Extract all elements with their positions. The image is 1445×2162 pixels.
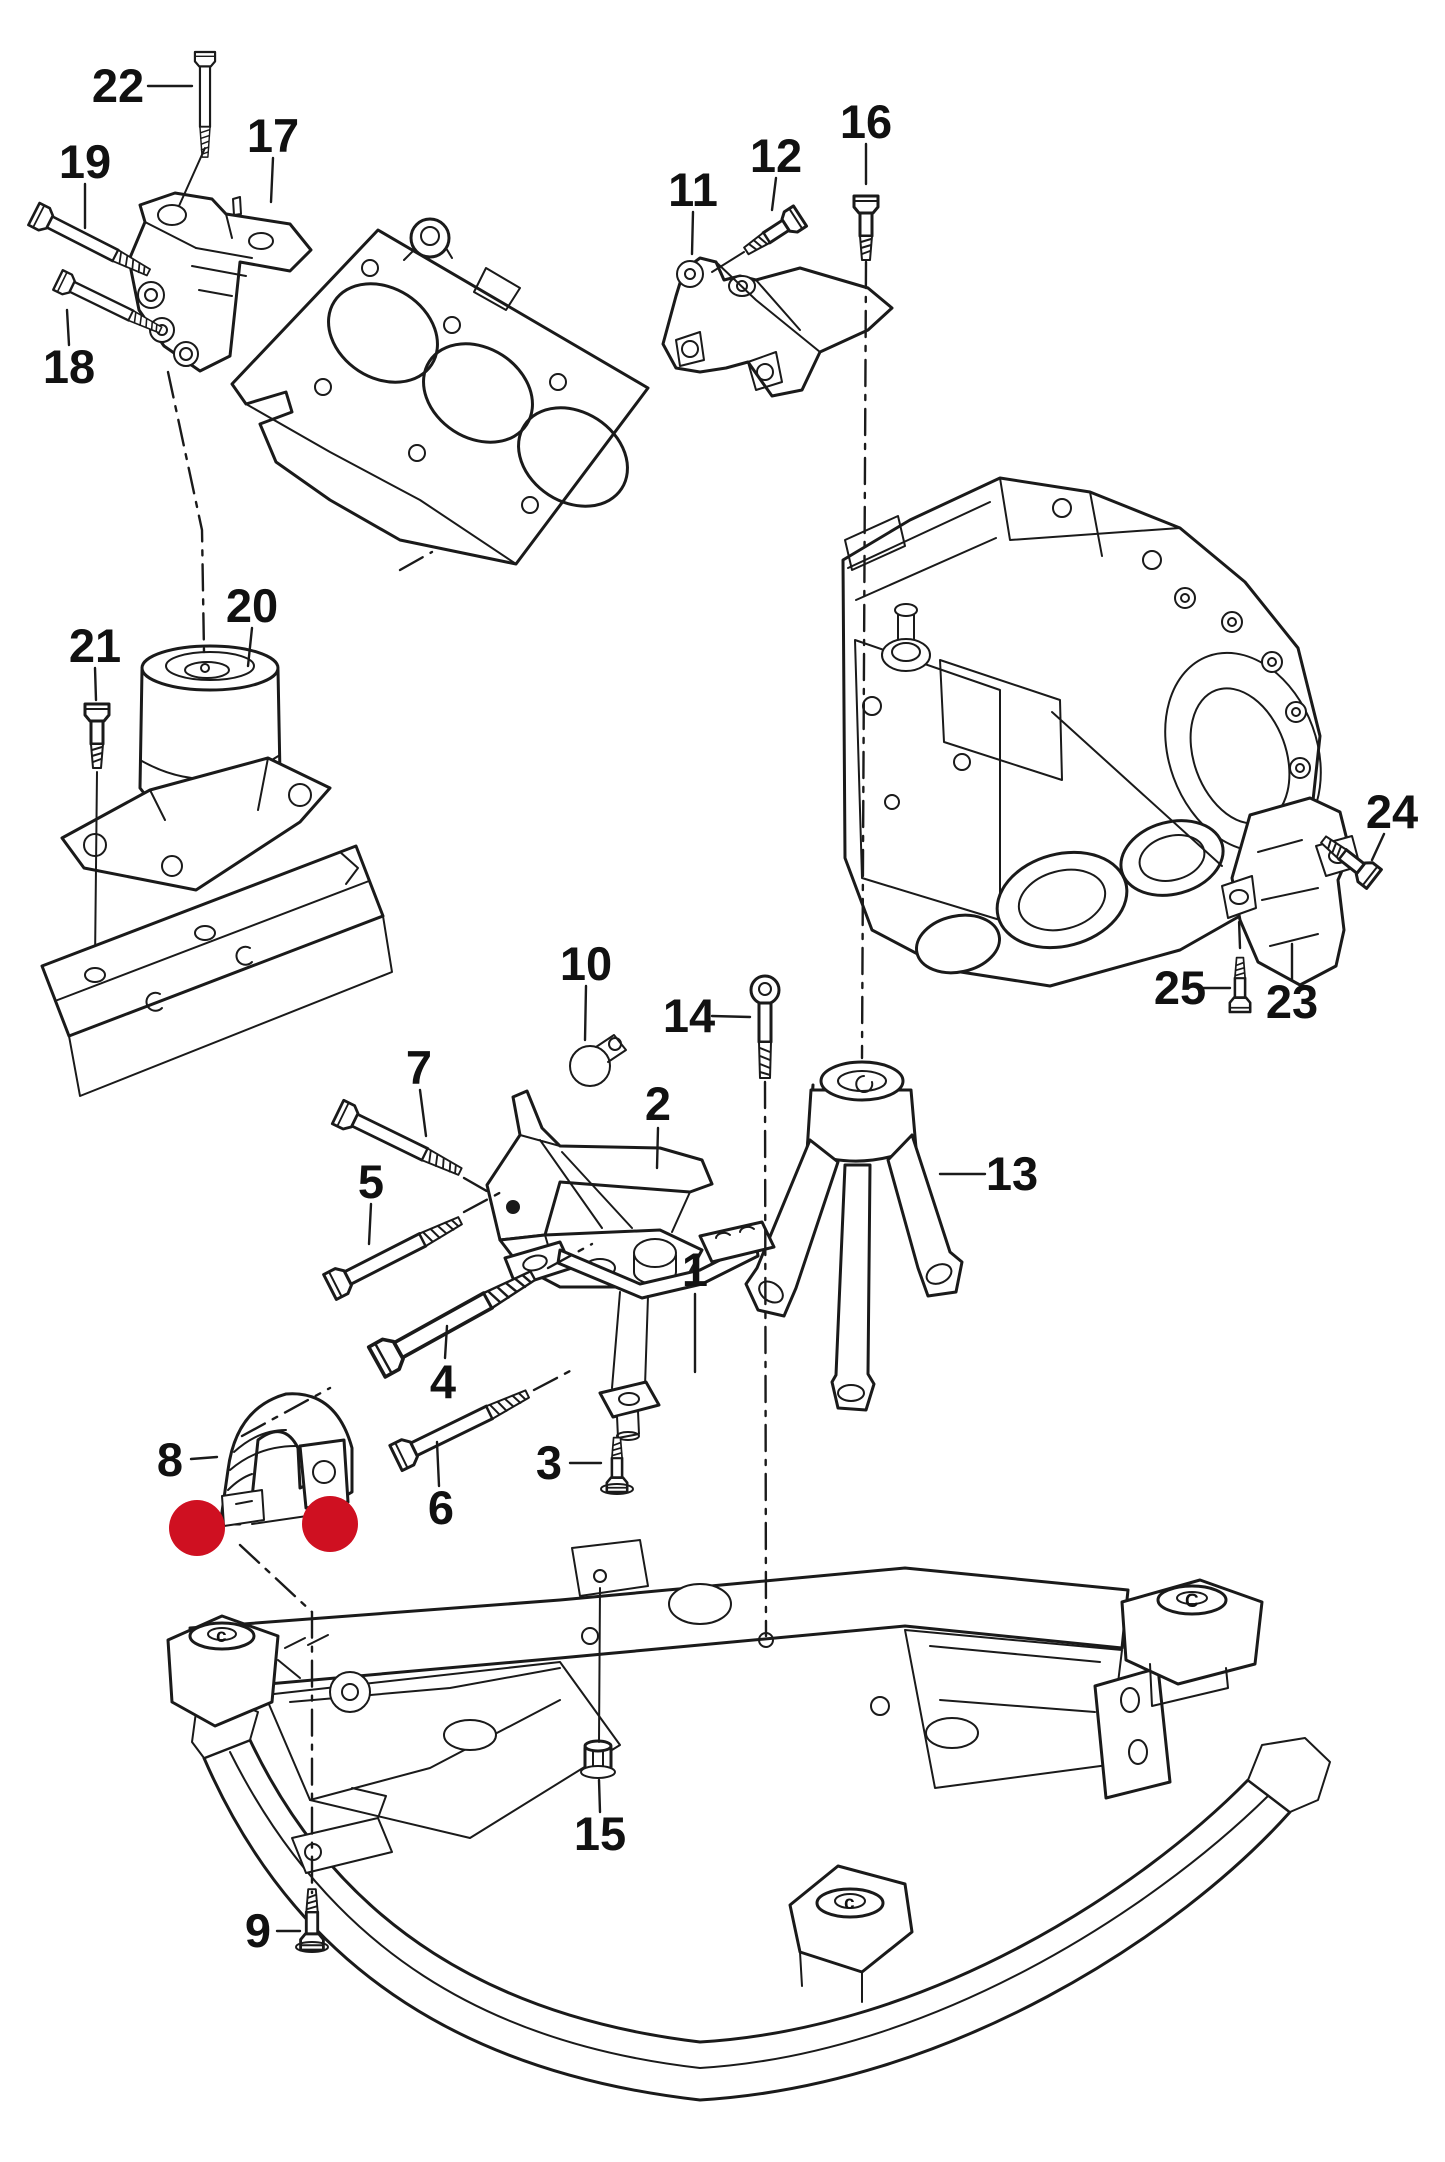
red-highlight-dot-left[interactable] <box>169 1500 225 1556</box>
nut-15 <box>580 1739 616 1779</box>
callout-15[interactable]: 15 <box>574 1778 626 1860</box>
callout-13[interactable]: 13 <box>938 1147 1038 1200</box>
callout-5[interactable]: 5 <box>358 1155 384 1246</box>
callout-2[interactable]: 2 <box>645 1077 671 1170</box>
bolt-14 <box>749 974 781 1079</box>
svg-text:19: 19 <box>59 135 111 188</box>
svg-text:10: 10 <box>560 937 612 990</box>
bushing-mark: c <box>844 1893 855 1914</box>
callout-20[interactable]: 20 <box>226 579 278 668</box>
support-rail <box>40 844 393 1097</box>
callout-12[interactable]: 12 <box>750 129 802 212</box>
callout-4[interactable]: 4 <box>430 1324 456 1408</box>
svg-text:5: 5 <box>358 1155 384 1208</box>
svg-text:2: 2 <box>645 1077 671 1130</box>
callout-3[interactable]: 3 <box>536 1436 603 1489</box>
callout-14[interactable]: 14 <box>663 989 752 1042</box>
svg-text:14: 14 <box>663 989 715 1042</box>
bolt-6 <box>388 1379 535 1473</box>
svg-text:25: 25 <box>1154 961 1206 1014</box>
svg-text:21: 21 <box>69 619 121 672</box>
engine-mount-bracket-17 <box>127 191 313 373</box>
callout-11[interactable]: 11 <box>668 163 718 256</box>
svg-text:23: 23 <box>1266 975 1318 1028</box>
gearbox-mount-13 <box>744 1060 964 1412</box>
callout-10[interactable]: 10 <box>560 937 612 1042</box>
callout-16[interactable]: 16 <box>840 95 892 186</box>
red-highlight-dot-right[interactable] <box>302 1496 358 1552</box>
callout-21[interactable]: 21 <box>69 619 121 702</box>
transmission <box>841 476 1322 988</box>
selector-dome <box>881 603 931 672</box>
svg-text:4: 4 <box>430 1355 456 1408</box>
callout-1[interactable]: 1 <box>682 1243 708 1374</box>
svg-text:7: 7 <box>406 1041 432 1094</box>
callout-7[interactable]: 7 <box>406 1041 432 1138</box>
svg-text:9: 9 <box>245 1904 271 1957</box>
bolt-16 <box>852 194 880 262</box>
bolt-9 <box>295 1887 329 1953</box>
callout-25[interactable]: 25 <box>1154 961 1232 1014</box>
svg-text:20: 20 <box>226 579 278 632</box>
svg-text:3: 3 <box>536 1436 562 1489</box>
callouts: 1 2 3 4 5 6 7 8 9 10 11 12 13 14 15 16 1… <box>43 59 1418 1957</box>
callout-9[interactable]: 9 <box>245 1904 302 1957</box>
svg-text:17: 17 <box>247 109 299 162</box>
mount-13-legs <box>744 1133 964 1412</box>
subframe-tower-rear-left: c <box>166 1614 301 1728</box>
callout-19[interactable]: 19 <box>59 135 111 230</box>
subframe: c C c <box>166 1539 1331 2102</box>
svg-text:6: 6 <box>428 1481 454 1534</box>
gearbox-mount-8 <box>220 1392 354 1527</box>
bolt-12 <box>711 204 809 273</box>
bolt-3 <box>600 1436 634 1495</box>
bolt-21 <box>83 702 111 963</box>
svg-text:18: 18 <box>43 340 95 393</box>
svg-text:24: 24 <box>1366 785 1418 838</box>
callout-17[interactable]: 17 <box>247 109 299 204</box>
bolt-22 <box>178 50 217 207</box>
callout-24[interactable]: 24 <box>1366 785 1418 862</box>
callout-18[interactable]: 18 <box>43 308 95 393</box>
support-bracket-11 <box>661 256 894 398</box>
lifting-eye <box>403 217 453 261</box>
callout-8[interactable]: 8 <box>157 1433 219 1486</box>
bushing-mark: C <box>1185 1591 1199 1612</box>
engine-mount-20 <box>60 644 332 892</box>
svg-text:22: 22 <box>92 59 144 112</box>
engine-block <box>230 217 650 566</box>
bolt-7 <box>330 1098 468 1185</box>
bushing-mark: c <box>216 1626 227 1647</box>
hose-clamp-10 <box>569 1034 627 1087</box>
callout-23[interactable]: 23 <box>1266 942 1318 1028</box>
bolt-5 <box>322 1206 468 1301</box>
svg-text:12: 12 <box>750 129 802 182</box>
assembly-centerlines <box>166 260 868 1895</box>
svg-text:13: 13 <box>986 1147 1038 1200</box>
bolt-25 <box>1228 918 1252 1014</box>
subframe-tower-rear-right: C <box>1120 1578 1264 1707</box>
callout-6[interactable]: 6 <box>428 1440 454 1534</box>
svg-text:16: 16 <box>840 95 892 148</box>
svg-text:1: 1 <box>682 1243 708 1296</box>
svg-text:11: 11 <box>668 163 718 216</box>
subframe-tower-front: c <box>788 1864 914 2003</box>
svg-text:8: 8 <box>157 1433 183 1486</box>
svg-text:15: 15 <box>574 1807 626 1860</box>
callout-22[interactable]: 22 <box>92 59 194 112</box>
